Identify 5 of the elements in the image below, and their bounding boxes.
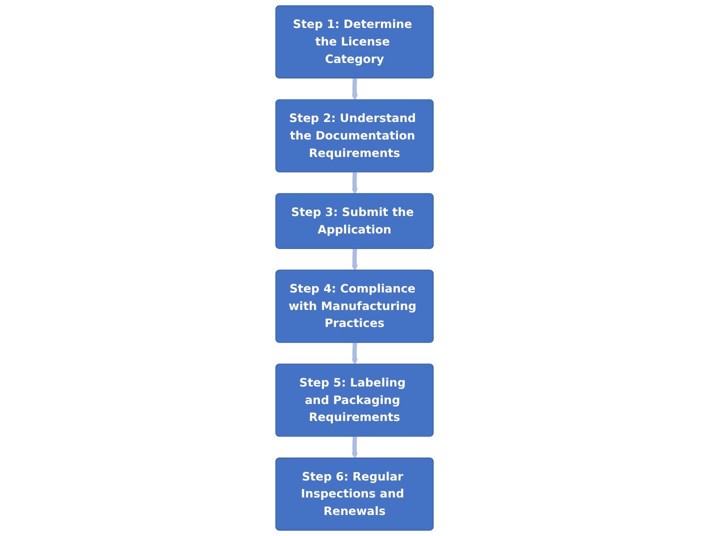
arrow xyxy=(352,78,358,100)
arrow xyxy=(352,342,358,365)
arrow xyxy=(352,436,358,459)
arrow xyxy=(352,248,358,271)
arrow xyxy=(352,172,358,194)
